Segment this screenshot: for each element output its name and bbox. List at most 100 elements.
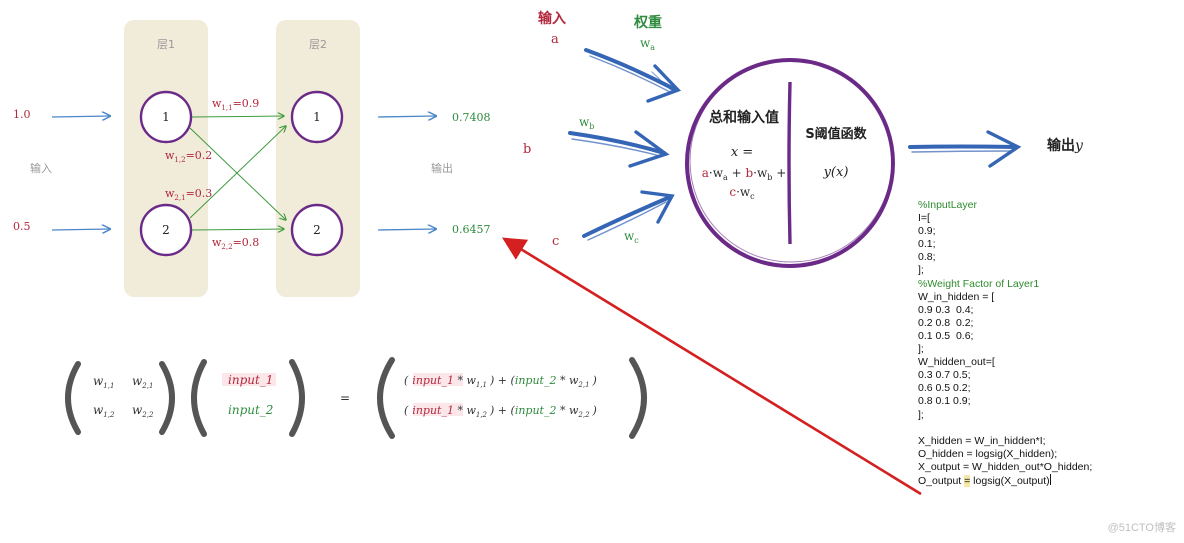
input-vector-right-paren: [289, 359, 305, 437]
text-cursor: [1049, 473, 1051, 485]
code-line-text: 0.8;: [918, 251, 936, 264]
formula-line2-part-0: a: [702, 166, 709, 180]
input-1-highlight: [222, 373, 276, 386]
weight-label-1-1: w1,1=0.9: [212, 97, 259, 112]
w-entry-2-2: w2,2: [132, 403, 154, 419]
neuron-weight-b: wb: [579, 115, 594, 131]
weight-arrow-2-2: [191, 229, 284, 230]
neuron-weight-a: wa: [640, 36, 655, 52]
code-line-text: O_hidden = logsig(X_hidden);: [918, 447, 1058, 460]
output-value-1: 0.7408: [452, 111, 491, 124]
input-vector-1: input_1: [228, 373, 273, 387]
code-line-text: %Weight Factor of Layer1: [918, 277, 1040, 290]
node-layer1-2: 2: [139, 203, 193, 257]
network-diagram: 层1 层2 1.0 0.5 输入 1 2 1 2 w1: [13, 20, 491, 297]
w-entry-2-1: w1,2: [93, 403, 115, 419]
code-highlight: =: [964, 474, 971, 487]
formula-line3-part-2: c: [750, 192, 755, 201]
code-line: [918, 422, 1118, 435]
code-line-text: X_output = W_hidden_out*O_hidden;: [918, 460, 1093, 473]
output-value-2: 0.6457: [452, 223, 491, 236]
code-line: 0.6 0.5 0.2;: [918, 382, 1118, 395]
neuron-diagram: 输入 权重 a b c wa wb wc: [523, 10, 1084, 268]
neuron-arrow-a: [584, 48, 682, 103]
code-line: O_output = logsig(X_output): [918, 473, 1118, 488]
neuron-input-title: 输入: [538, 10, 566, 27]
sum-formula-line2: a·wa + b·wb +: [702, 166, 787, 182]
w-entry-1-2: w2,1: [132, 374, 153, 390]
neuron-arrow-b: [568, 130, 670, 168]
node-layer1-1: 1: [139, 90, 193, 144]
code-line: X_output = W_hidden_out*O_hidden;: [918, 461, 1118, 474]
svg-text:2: 2: [313, 223, 321, 237]
weight-label-2-2: w2,2=0.8: [212, 236, 259, 251]
formula-line2-part-1: ·w: [709, 166, 724, 180]
node-layer2-1: 1: [290, 90, 344, 144]
code-line: 0.8;: [918, 251, 1118, 264]
code-line: ];: [918, 343, 1118, 356]
w-entry-1-1: w1,1: [93, 374, 114, 390]
code-line: %InputLayer: [918, 199, 1118, 212]
code-line-text: [918, 422, 921, 434]
weight-arrow-1-2: [189, 127, 286, 220]
code-line-text: I=[: [918, 212, 930, 225]
neuron-output-arrow: [908, 130, 1022, 168]
input-vector-2: input_2: [228, 403, 273, 417]
formula-line3-part-1: ·w: [736, 185, 751, 199]
svg-text:1: 1: [162, 110, 170, 124]
code-line-text: 0.8 0.1 0.9;: [918, 395, 971, 408]
code-line: 0.9 0.3 0.4;: [918, 304, 1118, 317]
code-line: O_hidden = logsig(X_hidden);: [918, 448, 1118, 461]
input-arrow-2: [51, 229, 110, 230]
code-line: W_in_hidden = [: [918, 291, 1118, 304]
neuron-divider: [787, 81, 792, 245]
matrix-equation: w1,1 w2,1 w1,2 w2,2 input_1 input_2 = (i…: [65, 357, 647, 439]
svg-text:1: 1: [313, 110, 321, 124]
code-line: I=[: [918, 212, 1118, 225]
code-line-text: W_hidden_out=[: [918, 356, 995, 369]
code-line-text: 0.1 0.5 0.6;: [918, 329, 974, 342]
layer1-title: 层1: [157, 38, 175, 51]
weight-arrow-2-1: [189, 126, 286, 219]
svg-text:2: 2: [162, 223, 170, 237]
result-right-paren: [629, 357, 647, 439]
threshold-title: S阈值函数: [805, 126, 867, 142]
formula-line2-part-3: +: [728, 166, 746, 180]
output-arrow-1: [377, 116, 436, 117]
input-value-2: 0.5: [13, 220, 31, 233]
input-value-1: 1.0: [13, 108, 31, 121]
threshold-formula: y(x): [823, 165, 849, 180]
watermark: @51CTO博客: [1107, 522, 1176, 534]
output-label: 输出: [431, 161, 453, 175]
code-line: 0.2 0.8 0.2;: [918, 317, 1118, 330]
code-line: 0.3 0.7 0.5;: [918, 369, 1118, 382]
input-vector-left-paren: [191, 359, 207, 437]
code-line-text: ];: [918, 343, 924, 356]
code-line-text: ];: [918, 264, 924, 277]
result-row-2: (input_1 * w1,2) + (input_2 * w2,2): [404, 404, 597, 419]
code-line-text: O_output: [918, 474, 965, 487]
neuron-input-a: a: [551, 32, 559, 47]
code-line-rest: logsig(X_output): [970, 474, 1050, 487]
sum-title: 总和输入值: [709, 109, 779, 126]
result-left-paren: [377, 357, 395, 439]
code-line-text: W_in_hidden = [: [918, 290, 995, 303]
code-line-text: %InputLayer: [918, 199, 977, 211]
code-line-text: 0.6 0.5 0.2;: [918, 382, 971, 395]
code-line: 0.9;: [918, 225, 1118, 238]
input-arrow-1: [51, 116, 110, 117]
sum-formula-line3: c·wc: [729, 185, 755, 201]
input-label: 输入: [30, 161, 52, 175]
formula-line3-part-0: c: [729, 185, 736, 199]
w-matrix-right-paren: [159, 361, 175, 435]
neuron-weight-title: 权重: [633, 14, 662, 31]
code-line-text: X_hidden = W_in_hidden*I;: [918, 434, 1046, 447]
sum-formula-lhs: x =: [731, 145, 753, 160]
neuron-weight-c: wc: [624, 229, 639, 245]
output-arrow-2: [377, 229, 436, 230]
result-row-1: (input_1 * w1,1) + (input_2 * w2,1): [404, 374, 597, 389]
code-line: ];: [918, 409, 1118, 422]
result-input-1-highlight-row1: [413, 373, 463, 386]
formula-line2-part-7: +: [772, 166, 786, 180]
